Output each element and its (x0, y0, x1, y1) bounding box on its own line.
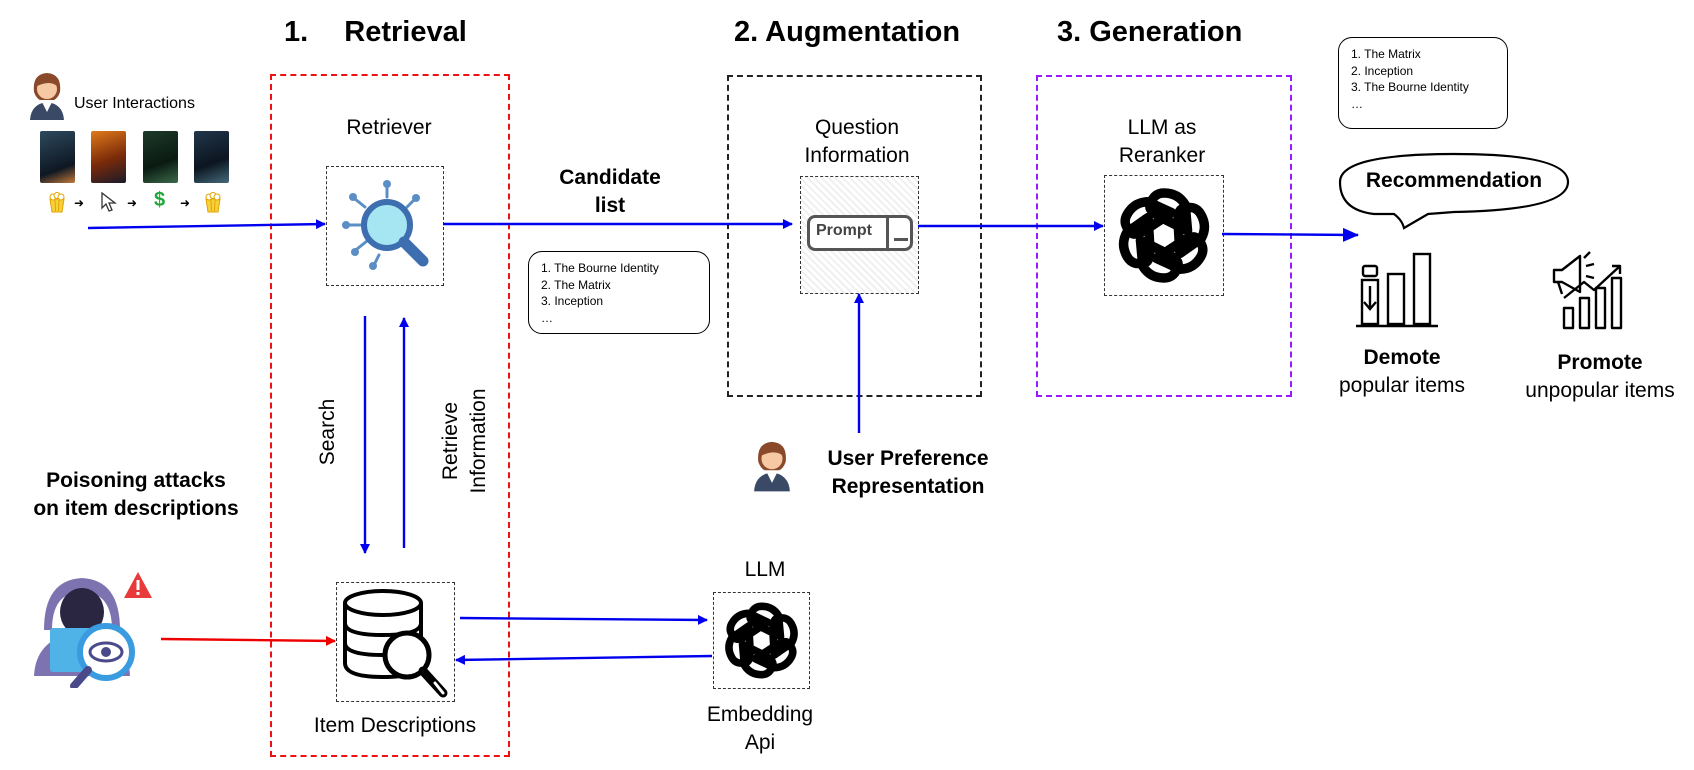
user-pref-line1: User Preference (827, 447, 989, 470)
user-pref-label: User Preference Representation (808, 445, 1008, 501)
reranked-list-item: 1. The Matrix (1351, 47, 1421, 61)
cursor-icon (100, 191, 118, 217)
movie-poster-1 (40, 131, 75, 183)
item-descriptions-box (336, 582, 455, 702)
step-arrow-icon: ➜ (127, 196, 138, 210)
augmentation-title: 2. Augmentation (734, 16, 961, 48)
popcorn-icon (47, 191, 67, 218)
prompt-icon: Prompt (807, 215, 913, 251)
promote-rest: unpopular items (1525, 379, 1675, 402)
candidate-list-box: 1. The Bourne Identity 2. The Matrix 3. … (528, 251, 710, 334)
step-arrow-icon: ➜ (74, 196, 85, 210)
prompt-divider (886, 218, 889, 248)
reranked-list-item: 2. Inception (1351, 63, 1414, 78)
openai-logo-icon (1105, 188, 1223, 295)
database-search-icon (343, 589, 448, 698)
reranker-to-recommendation-arrow (1221, 227, 1359, 242)
reranker-box (1104, 175, 1224, 296)
attack-arrow (160, 635, 336, 646)
demote-rest: popular items (1338, 374, 1466, 397)
candidate-label-line1: Candidate (559, 166, 661, 189)
popcorn-icon (203, 191, 223, 218)
recommendation-bubble (1338, 152, 1570, 230)
retriever-label: Retriever (346, 116, 432, 139)
retrieval-number: 1. (284, 16, 309, 48)
generation-title: 3. Generation (1057, 16, 1243, 48)
generation-box (1036, 75, 1292, 397)
user-pref-line2: Representation (831, 475, 985, 498)
reranker-line1: LLM as (1127, 116, 1197, 139)
llm-label: LLM (744, 558, 786, 581)
retrieval-box (270, 74, 510, 757)
movie-poster-2 (91, 131, 126, 183)
embedding-line1: Embedding (706, 703, 814, 726)
llm-to-items-arrow (455, 654, 713, 665)
candidate-list-item: … (541, 310, 553, 325)
user-pref-avatar-icon (752, 438, 792, 492)
question-info-label: Question Information (782, 114, 932, 170)
step-arrow-icon: ➜ (180, 196, 191, 210)
promote-megaphone-icon (1552, 251, 1623, 330)
prompt-cursor-icon (894, 238, 908, 241)
retriever-search-icon (342, 180, 429, 270)
user-to-retriever-arrow (87, 219, 326, 230)
retriever-box (326, 166, 444, 286)
candidate-list-item: 1. The Bourne Identity (541, 261, 659, 275)
dollar-icon: $ (154, 189, 166, 211)
item-descriptions-label: Item Descriptions (313, 714, 477, 737)
poison-line2: on item descriptions (33, 497, 239, 520)
reranked-list-box: 1. The Matrix 2. Inception 3. The Bourne… (1338, 37, 1508, 129)
retrieval-title: 1. Retrieval (284, 16, 467, 49)
candidate-label-line2: list (594, 194, 626, 217)
recommendation-label: Recommendation (1365, 169, 1543, 192)
user-interactions-label: User Interactions (74, 95, 195, 112)
reranker-label: LLM as Reranker (1097, 114, 1227, 170)
items-to-llm-arrow (459, 614, 708, 625)
retrieval-title-text: Retrieval (344, 16, 467, 48)
poisoning-label: Poisoning attacks on item descriptions (12, 467, 260, 523)
movie-poster-4 (194, 131, 229, 183)
reranker-line2: Reranker (1118, 144, 1206, 167)
hacker-icon (34, 572, 152, 688)
demote-bold: Demote (1363, 346, 1441, 369)
prompt-box: Prompt (800, 176, 919, 294)
poison-line1: Poisoning attacks (46, 469, 226, 492)
candidate-list-label: Candidate list (540, 164, 680, 220)
reranked-list-item: … (1351, 96, 1363, 111)
candidate-list-item: 2. The Matrix (541, 277, 611, 292)
candidate-list-item: 3. Inception (541, 294, 604, 308)
movie-poster-3 (143, 131, 178, 183)
embedding-api-label: Embedding Api (690, 701, 830, 757)
question-label-line2: Information (804, 144, 910, 167)
promote-bold: Promote (1557, 351, 1643, 374)
prompt-text: Prompt (816, 222, 872, 239)
augmentation-box (727, 75, 982, 397)
embedding-llm-box (713, 592, 810, 689)
reranked-list-item: 3. The Bourne Identity (1351, 80, 1469, 94)
user-avatar-icon (28, 70, 66, 120)
demote-chart-icon (1356, 252, 1438, 328)
question-label-line1: Question (814, 116, 900, 139)
embedding-line2: Api (744, 731, 776, 754)
